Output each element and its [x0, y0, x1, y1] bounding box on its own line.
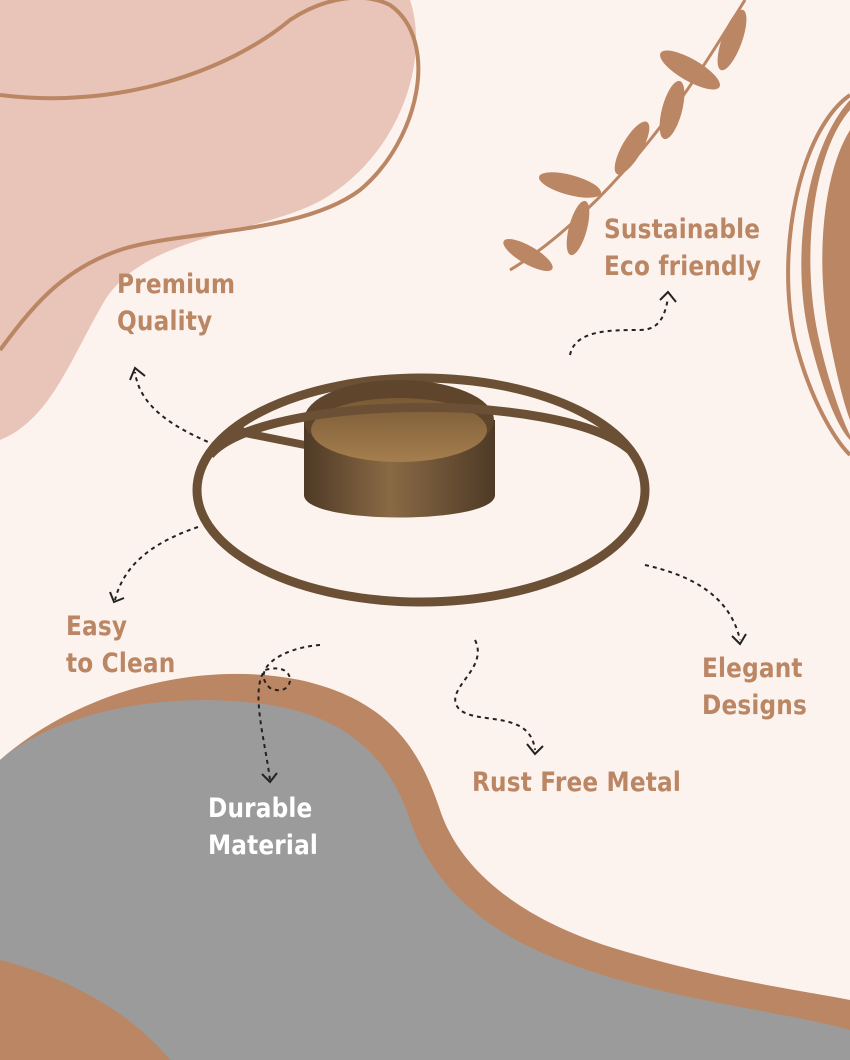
feature-rust-free: Rust Free Metal: [472, 764, 681, 801]
feature-line: Elegant: [702, 653, 803, 684]
dashed-arrow-icon: [257, 644, 321, 781]
dashed-arrow-icon: [454, 639, 536, 751]
outline-curve-top: [0, 0, 421, 352]
feature-line: Material: [208, 830, 319, 861]
dashed-arrow-icon: [569, 297, 669, 356]
dashed-arrow-icon: [644, 564, 741, 641]
grey-blob: [0, 700, 850, 1060]
dashed-arrow-icon: [134, 371, 216, 446]
feature-line: Easy: [66, 611, 128, 642]
feature-line: Eco friendly: [604, 251, 762, 282]
leaf-branch-icon: [503, 0, 747, 272]
dashed-arrow-icon: [114, 526, 199, 601]
feature-line: Rust Free Metal: [472, 767, 681, 798]
feature-line: Designs: [702, 690, 807, 721]
feature-elegant-designs: Elegant Designs: [702, 650, 807, 724]
bottom-left-corner: [0, 960, 170, 1060]
right-outline-curve: [786, 93, 850, 457]
blush-blob: [0, 0, 417, 440]
feature-line: Premium: [117, 269, 236, 300]
feature-premium-quality: Premium Quality: [117, 266, 235, 340]
feature-line: Durable: [208, 793, 313, 824]
feature-durable-material: Durable Material: [208, 790, 318, 864]
feature-easy-clean: Easy to Clean: [66, 608, 175, 682]
feature-line: to Clean: [66, 648, 176, 679]
holder-ring: [192, 373, 650, 607]
feature-line: Quality: [117, 306, 213, 337]
feature-sustainable: Sustainable Eco friendly: [604, 211, 761, 285]
feature-line: Sustainable: [604, 214, 761, 245]
